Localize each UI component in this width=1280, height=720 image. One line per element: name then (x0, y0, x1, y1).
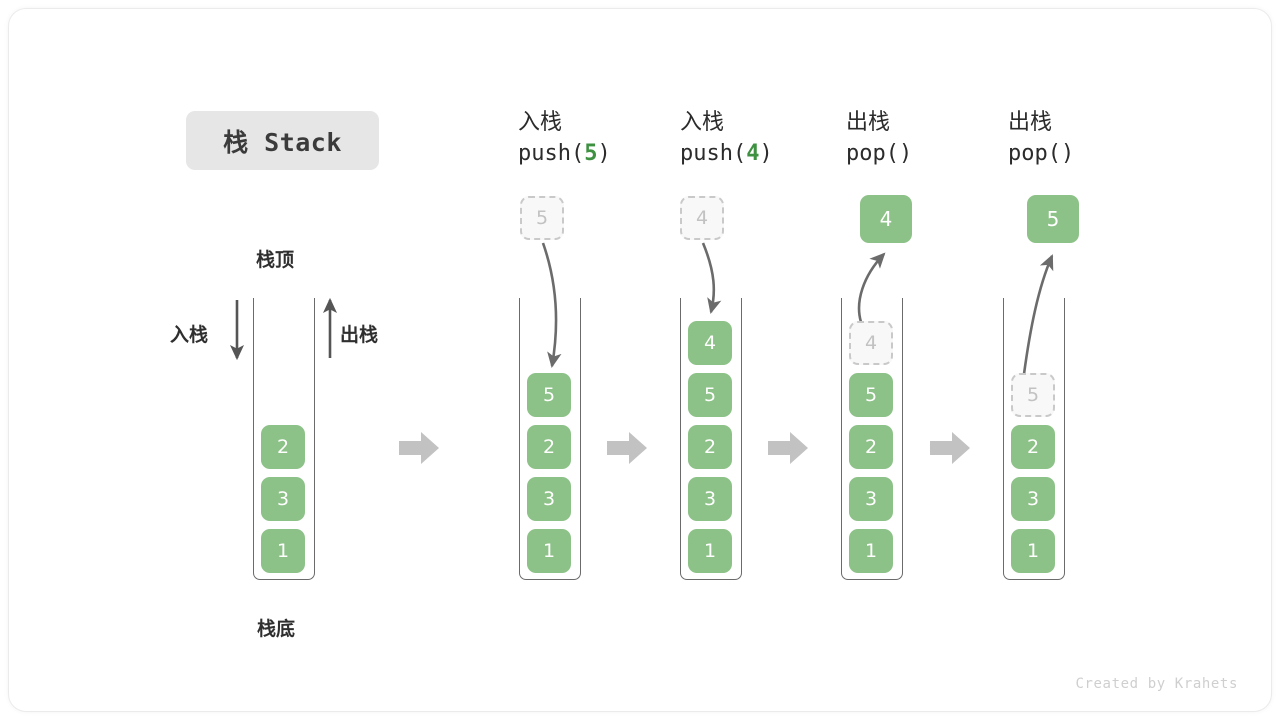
stack-cell: 4 (688, 321, 732, 365)
stack-ghost-cell: 5 (1011, 373, 1055, 417)
column-header-code: pop() (1008, 141, 1075, 167)
step-arrow (399, 432, 439, 464)
column-header-code: pop() (846, 141, 913, 167)
column-header-cjk: 出栈 (1008, 110, 1053, 135)
stack-cell: 1 (261, 529, 305, 573)
stack-bottom-label: 栈底 (257, 618, 296, 640)
column-header-pop-1: 出栈 pop() (846, 107, 912, 169)
stack-cell: 1 (688, 529, 732, 573)
push-side-label: 入栈 (170, 324, 209, 346)
stack-container-push-5 (519, 298, 581, 580)
floating-ghost-cell: 5 (520, 196, 564, 240)
stack-cell: 5 (527, 373, 571, 417)
credit-text: Created by Krahets (1075, 676, 1238, 692)
column-header-pop-2: 出栈 pop() (1008, 107, 1074, 169)
column-header-cjk: 入栈 (518, 110, 563, 135)
stack-container-initial (253, 298, 315, 580)
popped-value-cell: 4 (860, 195, 912, 243)
stack-top-label: 栈顶 (256, 249, 295, 271)
stack-cell: 1 (1011, 529, 1055, 573)
pop-side-label: 出栈 (340, 324, 379, 346)
step-arrow (768, 432, 808, 464)
column-header-code: push(5) (518, 141, 611, 167)
stack-cell: 3 (849, 477, 893, 521)
stack-cell: 2 (527, 425, 571, 469)
stack-container-pop-1 (841, 298, 903, 580)
stack-cell: 2 (261, 425, 305, 469)
column-header-cjk: 出栈 (846, 110, 891, 135)
column-header-code: push(4) (680, 141, 773, 167)
column-header-cjk: 入栈 (680, 110, 725, 135)
step-arrow (930, 432, 970, 464)
stack-cell: 2 (849, 425, 893, 469)
step-arrow (607, 432, 647, 464)
column-header-push-4: 入栈 push(4) (680, 107, 773, 169)
stack-cell: 3 (688, 477, 732, 521)
diagram-title: 栈 Stack (186, 111, 379, 170)
stack-cell: 3 (527, 477, 571, 521)
stack-container-push-4 (680, 298, 742, 580)
stack-cell: 5 (688, 373, 732, 417)
floating-ghost-cell: 4 (680, 196, 724, 240)
stack-cell: 1 (527, 529, 571, 573)
stack-cell: 3 (1011, 477, 1055, 521)
stack-container-pop-2 (1003, 298, 1065, 580)
stack-cell: 1 (849, 529, 893, 573)
column-header-push-5: 入栈 push(5) (518, 107, 611, 169)
stack-ghost-cell: 4 (849, 321, 893, 365)
stack-cell: 2 (1011, 425, 1055, 469)
stack-cell: 3 (261, 477, 305, 521)
popped-value-cell: 5 (1027, 195, 1079, 243)
stack-cell: 2 (688, 425, 732, 469)
stack-cell: 5 (849, 373, 893, 417)
